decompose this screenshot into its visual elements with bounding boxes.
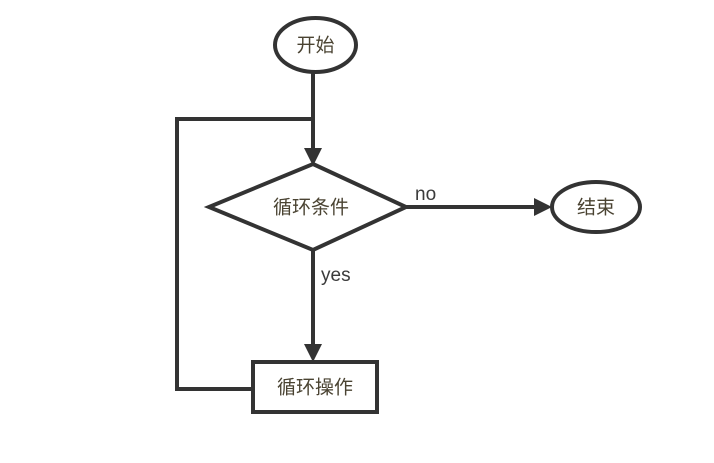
- edge-operation-to-condition-line: [175, 117, 313, 391]
- node-operation-label: 循环操作: [277, 377, 353, 399]
- node-end-shape[interactable]: [550, 180, 642, 234]
- node-operation-shape[interactable]: [251, 360, 379, 414]
- node-start[interactable]: 开始: [273, 16, 358, 74]
- edge-label-no: no: [415, 184, 436, 205]
- arrow-head-icon: [304, 148, 322, 166]
- edge-condition-to-end: [406, 198, 552, 216]
- node-condition-shape[interactable]: [203, 161, 411, 253]
- edge-start-to-condition: [304, 72, 322, 166]
- node-operation[interactable]: 循环操作: [251, 360, 379, 414]
- edge-label-yes: yes: [321, 265, 351, 286]
- node-condition[interactable]: 循环条件: [203, 161, 411, 253]
- node-end-label: 结束: [577, 197, 615, 219]
- node-end[interactable]: 结束: [550, 180, 642, 234]
- node-start-shape[interactable]: [273, 16, 358, 74]
- arrow-head-icon: [304, 344, 322, 362]
- node-condition-label: 循环条件: [273, 197, 349, 219]
- edge-operation-to-condition: [175, 117, 313, 391]
- edge-condition-to-operation: [304, 250, 322, 362]
- arrow-head-icon: [534, 198, 552, 216]
- node-start-label: 开始: [296, 35, 334, 57]
